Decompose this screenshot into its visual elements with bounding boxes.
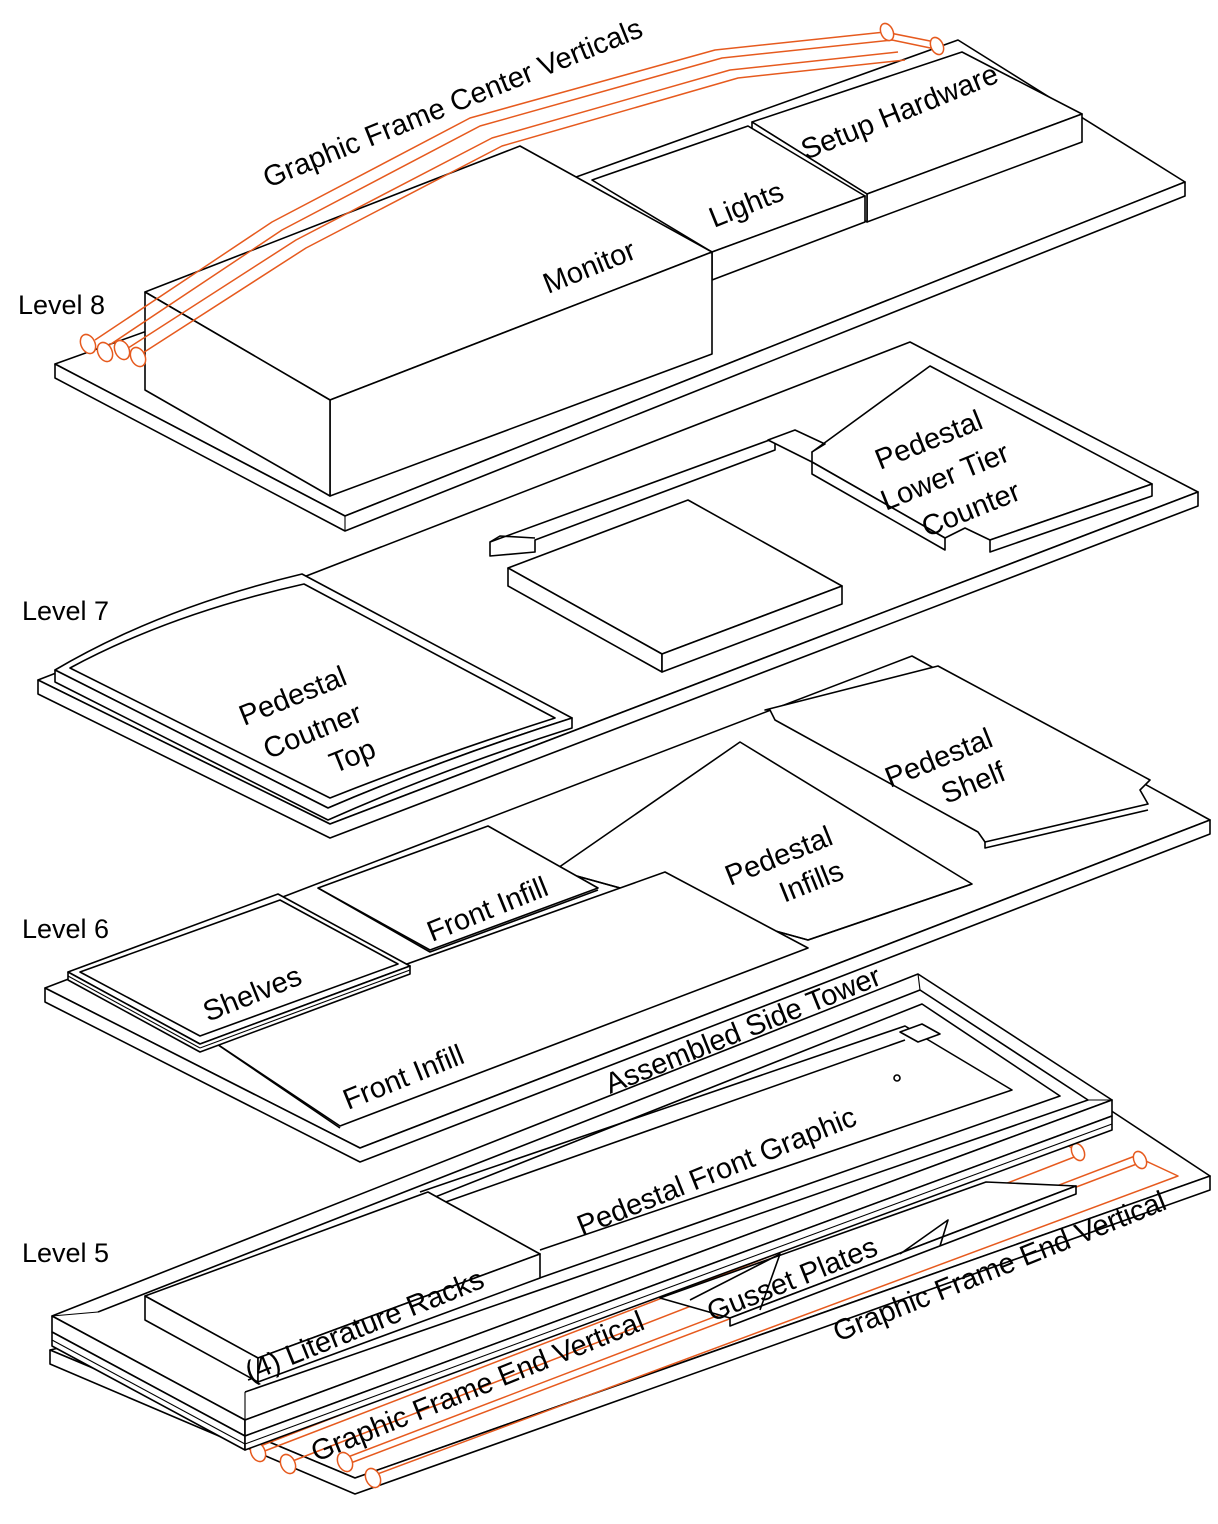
shelves-stack <box>67 893 411 1053</box>
gusset-plates <box>659 1181 1077 1327</box>
front-infill-upper <box>317 825 599 951</box>
level-7-assembly <box>37 341 1199 839</box>
graphic-frame-center-verticals-label: Graphic Frame Center Verticals <box>259 13 648 195</box>
level-6-label: Level 6 <box>22 914 109 944</box>
level-5-assembly <box>49 973 1211 1495</box>
pedestal-block <box>507 499 843 673</box>
pedestal-counter-top <box>54 573 573 821</box>
level-8-assembly <box>54 22 1186 532</box>
level-5-label: Level 5 <box>22 1238 109 1268</box>
level-8-label: Level 8 <box>18 290 105 320</box>
pedestal-lower-tier-counter <box>767 365 1153 553</box>
monitor-box <box>144 145 713 497</box>
pedestal-shelf <box>764 665 1151 849</box>
front-infill-lower <box>204 871 809 1127</box>
graphic-frame-center-verticals <box>79 22 945 368</box>
literature-racks <box>144 1191 541 1383</box>
level-6-assembly <box>44 655 1211 1163</box>
level-7-label: Level 7 <box>22 596 109 626</box>
lights-box <box>591 125 866 281</box>
